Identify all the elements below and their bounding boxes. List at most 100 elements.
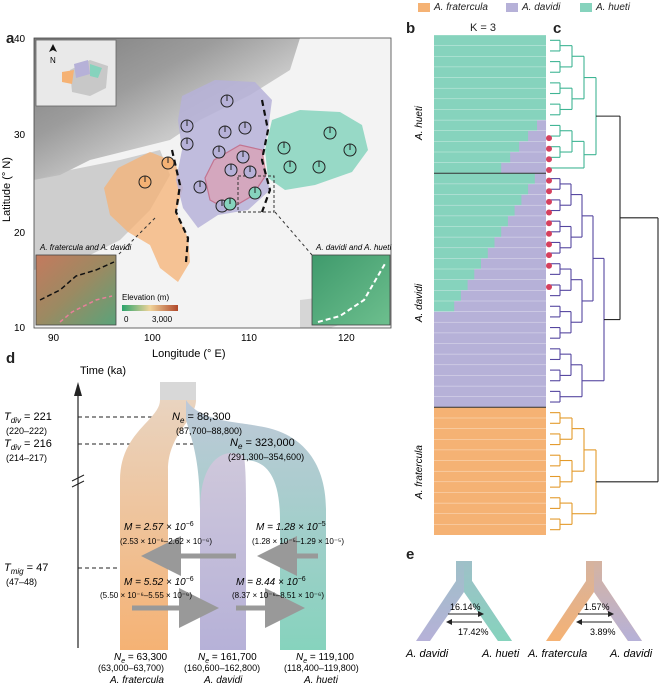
boundary-west bbox=[170, 149, 190, 263]
pop-fratercula: A. fratercula bbox=[109, 675, 164, 685]
legend-davidi-label: A. davidi bbox=[522, 2, 561, 13]
structure-row bbox=[434, 481, 546, 493]
site-pie bbox=[283, 160, 297, 174]
structure-k-label: K = 3 bbox=[470, 22, 496, 34]
panel-label-a: a bbox=[6, 30, 15, 47]
structure-bars bbox=[434, 35, 547, 535]
structure-admixture bbox=[434, 237, 495, 248]
t-div1: Tdiv = 221 bbox=[4, 411, 52, 425]
structure-admixture bbox=[434, 205, 515, 217]
structure-row bbox=[434, 88, 546, 100]
north-arrow-icon bbox=[49, 44, 57, 52]
admixed-individual-marker bbox=[546, 220, 552, 227]
structure-row bbox=[434, 449, 546, 461]
legend-fratercula: A. fratercula bbox=[418, 2, 488, 13]
structure-row bbox=[434, 332, 546, 344]
fratercula-branch bbox=[120, 382, 196, 650]
structure-row bbox=[434, 439, 546, 451]
introgression-left-top: 16.14% bbox=[450, 602, 481, 612]
locator-hueti bbox=[90, 64, 102, 78]
structure-row bbox=[434, 503, 546, 514]
x-tick-100: 100 bbox=[144, 333, 161, 344]
migration-rate-3: M = 5.52 × 10−6 bbox=[124, 576, 194, 588]
structure-row bbox=[434, 279, 546, 291]
introgression-right-b: A. davidi bbox=[609, 648, 653, 660]
axis-break bbox=[71, 480, 85, 488]
ne-davidi: Ne = 161,700 bbox=[198, 652, 257, 665]
introgression-right-a: A. fratercula bbox=[527, 648, 587, 660]
north-label: N bbox=[50, 56, 56, 65]
map-xlabel: Longitude (° E) bbox=[152, 348, 226, 360]
time-axis-arrow-icon bbox=[74, 382, 82, 396]
admixed-individual-marker bbox=[546, 145, 552, 152]
site-pie bbox=[180, 137, 194, 151]
structure-row bbox=[434, 418, 546, 429]
structure-row bbox=[434, 407, 546, 419]
inset-box-map bbox=[237, 175, 275, 213]
structure-plot: A. hueti A. davidi A. fratercula bbox=[414, 35, 547, 535]
elevation-title: Elevation (m) bbox=[122, 293, 169, 302]
structure-row bbox=[434, 311, 546, 323]
structure-admixture bbox=[519, 141, 547, 153]
admixed-individual-marker bbox=[546, 230, 552, 237]
ne-ancestral-2: Ne = 323,000 bbox=[230, 437, 295, 451]
introgression-models: 16.14% 17.42% A. davidi A. hueti 1.57% 3… bbox=[405, 561, 653, 660]
structure-row bbox=[434, 513, 546, 525]
structure-row bbox=[434, 98, 546, 110]
site-pie bbox=[277, 141, 291, 155]
structure-row bbox=[434, 258, 546, 270]
structure-row bbox=[434, 152, 546, 163]
ne-fratercula: Ne = 63,300 bbox=[114, 652, 168, 665]
ne-ancestral-2-ci: (291,300–354,600) bbox=[228, 452, 304, 462]
admixed-individual-marker bbox=[546, 188, 552, 195]
t-mig-ci: (47–48) bbox=[6, 577, 37, 587]
structure-admixture bbox=[537, 120, 547, 131]
inset-left-relief bbox=[35, 254, 117, 326]
admixed-individual-marker bbox=[546, 252, 552, 259]
tree-lines bbox=[550, 39, 659, 531]
locator-fratercula bbox=[62, 70, 74, 84]
admixed-individual-marker bbox=[546, 209, 552, 216]
legend-fratercula-swatch bbox=[418, 3, 430, 12]
legend-davidi: A. davidi bbox=[506, 2, 560, 13]
panel-label-c: c bbox=[553, 20, 562, 37]
structure-row bbox=[434, 66, 546, 78]
structure-admixture bbox=[434, 301, 455, 312]
legend-davidi-swatch bbox=[506, 3, 518, 12]
structure-row bbox=[434, 120, 546, 131]
introgression-right-top: 1.57% bbox=[584, 602, 610, 612]
migration-rate-2-ci: (1.28 × 10⁻⁵–1.29 × 10⁻⁵) bbox=[252, 537, 344, 546]
t-div1-ci: (220–222) bbox=[6, 426, 47, 436]
site-pie bbox=[212, 145, 226, 159]
structure-row bbox=[434, 343, 546, 355]
t-div2: Tdiv = 216 bbox=[4, 438, 52, 452]
site-pie bbox=[223, 197, 237, 211]
tree-left-hueti bbox=[464, 561, 512, 641]
inset-left-title: A. fratercula and A. davidi bbox=[39, 243, 132, 252]
ne-ancestral-1: Ne = 88,300 bbox=[172, 411, 231, 425]
inset-right-title: A. davidi and A. hueti bbox=[315, 243, 392, 252]
migration-rate-4: M = 8.44 × 10−6 bbox=[236, 576, 306, 588]
inset-left-hybrid bbox=[59, 295, 113, 323]
ne-ancestral-1-ci: (87,700–88,800) bbox=[176, 426, 242, 436]
sample-sites bbox=[138, 94, 357, 213]
structure-admixture bbox=[510, 152, 546, 163]
x-tick-120: 120 bbox=[338, 333, 355, 344]
structure-admixture bbox=[434, 226, 502, 238]
structure-group-davidi: A. davidi bbox=[414, 283, 425, 323]
structure-row bbox=[434, 269, 546, 280]
structure-row bbox=[434, 290, 546, 302]
y-tick-10: 10 bbox=[14, 323, 26, 334]
structure-row bbox=[434, 322, 546, 334]
site-pie bbox=[138, 175, 152, 189]
inset-right-boundary bbox=[317, 261, 387, 323]
structure-row bbox=[434, 492, 546, 504]
structure-row bbox=[434, 354, 546, 365]
phylogenetic-tree bbox=[546, 39, 659, 531]
y-tick-20: 20 bbox=[14, 228, 26, 239]
structure-row bbox=[434, 109, 546, 121]
ne-hueti: Ne = 119,100 bbox=[296, 652, 354, 665]
structure-row bbox=[434, 301, 546, 312]
migration-rate-4-ci: (8.37 × 10⁻⁶–8.51 × 10⁻⁶) bbox=[232, 591, 324, 600]
introgression-right-bottom: 3.89% bbox=[590, 627, 616, 637]
